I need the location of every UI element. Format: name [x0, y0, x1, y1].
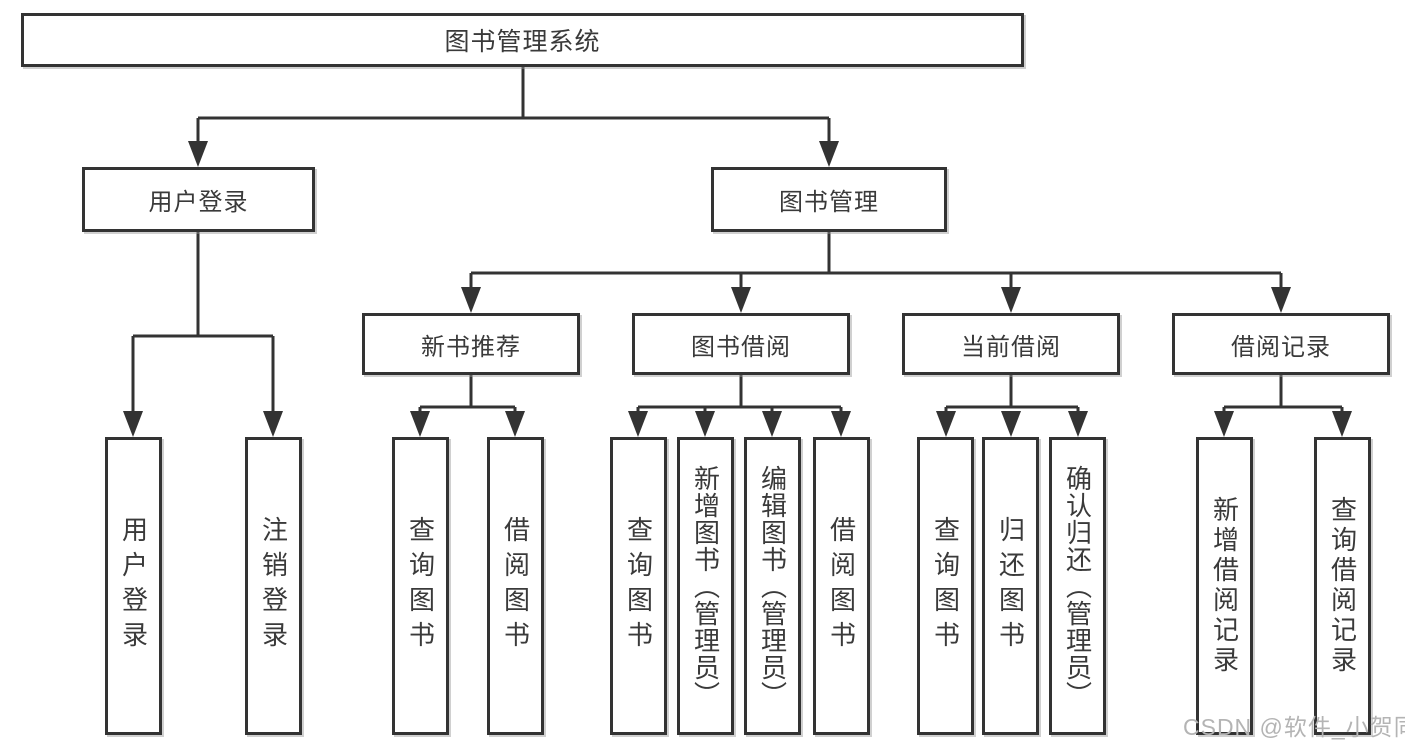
- node-label: 新增借阅记录: [1209, 496, 1240, 676]
- node-label: 查询图书: [930, 516, 961, 656]
- leaf-borrow-books-1: 借阅图书: [487, 437, 544, 735]
- leaf-query-borrow-record: 查询借阅记录: [1314, 437, 1371, 735]
- arrow-down-icon: [819, 141, 839, 167]
- node-label: 确认归还（管理员）: [1062, 464, 1093, 708]
- arrow-down-icon: [410, 411, 430, 437]
- arrow-down-icon: [695, 411, 715, 437]
- arrow-down-icon: [1214, 411, 1234, 437]
- connector-current-borrow: [936, 375, 1088, 437]
- leaf-user-login: 用户登录: [105, 437, 162, 735]
- node-label: 归还图书: [995, 516, 1026, 656]
- leaf-edit-books-admin: 编辑图书（管理员）: [744, 437, 801, 735]
- arrow-down-icon: [1068, 411, 1088, 437]
- node-label: 借阅记录: [1231, 333, 1331, 361]
- leaf-borrow-books-2: 借阅图书: [813, 437, 870, 735]
- arrow-down-icon: [1271, 287, 1291, 313]
- connector-root: [188, 67, 839, 167]
- leaf-add-books-admin: 新增图书（管理员）: [677, 437, 734, 735]
- arrow-down-icon: [731, 287, 751, 313]
- node-new-book-recommend: 新书推荐: [362, 313, 580, 375]
- node-user-login: 用户登录: [82, 167, 315, 232]
- leaf-query-books-1: 查询图书: [392, 437, 449, 735]
- node-label: 查询借阅记录: [1327, 496, 1358, 676]
- node-borrow-records: 借阅记录: [1172, 313, 1390, 375]
- node-library-management-system: 图书管理系统: [21, 13, 1024, 67]
- arrow-down-icon: [762, 411, 782, 437]
- connector-book-management: [461, 232, 1291, 313]
- node-book-management: 图书管理: [711, 167, 947, 232]
- node-label: 图书管理: [779, 189, 879, 216]
- leaf-add-borrow-record: 新增借阅记录: [1196, 437, 1253, 735]
- node-label: 编辑图书（管理员）: [757, 464, 788, 708]
- arrow-down-icon: [263, 411, 283, 437]
- arrow-down-icon: [505, 411, 525, 437]
- node-label: 借阅图书: [500, 516, 531, 656]
- leaf-confirm-return-admin: 确认归还（管理员）: [1049, 437, 1106, 735]
- node-label: 当前借阅: [961, 333, 1061, 361]
- node-label: 注销登录: [258, 516, 289, 656]
- arrow-down-icon: [1001, 287, 1021, 313]
- arrow-down-icon: [123, 411, 143, 437]
- leaf-logout: 注销登录: [245, 437, 302, 735]
- node-book-borrow: 图书借阅: [632, 313, 850, 375]
- node-label: 查询图书: [405, 516, 436, 656]
- connector-borrow-records: [1214, 375, 1352, 437]
- node-label: 用户登录: [118, 516, 149, 656]
- node-label: 查询图书: [623, 516, 654, 656]
- leaf-return-books: 归还图书: [982, 437, 1039, 735]
- node-current-borrow: 当前借阅: [902, 313, 1120, 375]
- node-label: 新书推荐: [421, 333, 521, 361]
- connector-book-borrow: [628, 375, 851, 437]
- connector-new-books: [410, 375, 525, 437]
- csdn-watermark: CSDN @软件_小贺同学: [1183, 714, 1405, 740]
- arrow-down-icon: [831, 411, 851, 437]
- leaf-query-books-3: 查询图书: [917, 437, 974, 735]
- arrow-down-icon: [1001, 411, 1021, 437]
- node-label: 借阅图书: [826, 516, 857, 656]
- node-label: 新增图书（管理员）: [690, 464, 721, 708]
- connector-user-login: [123, 232, 283, 437]
- arrow-down-icon: [461, 287, 481, 313]
- node-label: 图书管理系统: [444, 28, 601, 56]
- node-label: 图书借阅: [691, 333, 791, 361]
- arrow-down-icon: [936, 411, 956, 437]
- node-label: 用户登录: [148, 189, 249, 216]
- arrow-down-icon: [628, 411, 648, 437]
- arrow-down-icon: [1332, 411, 1352, 437]
- leaf-query-books-2: 查询图书: [610, 437, 667, 735]
- arrow-down-icon: [188, 141, 208, 167]
